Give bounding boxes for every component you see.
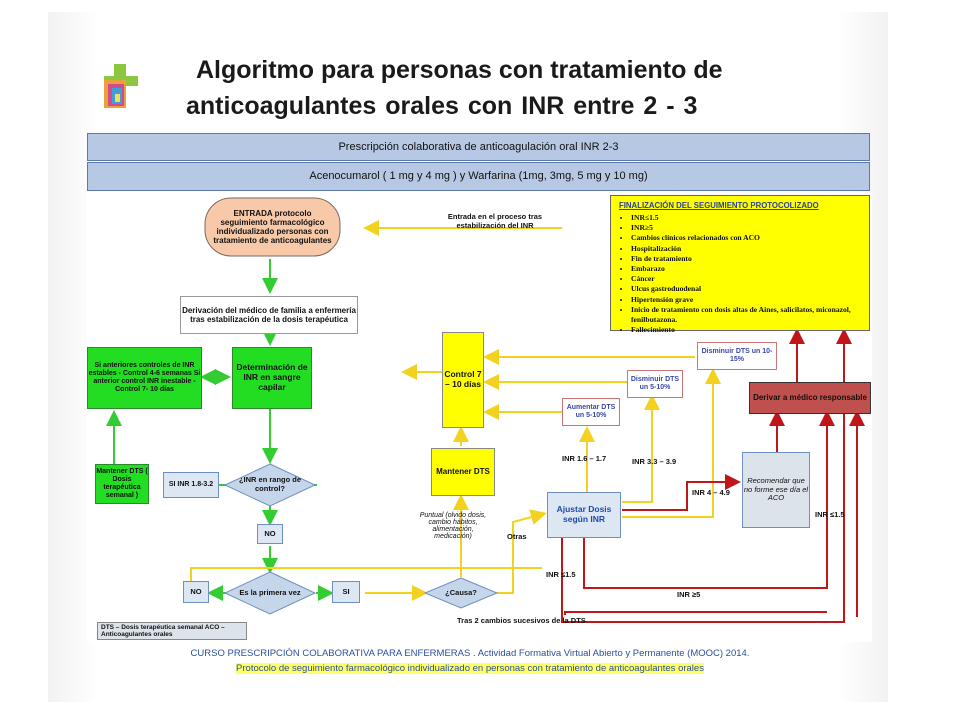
arrow-ajustar-disminuir10 [622, 368, 721, 518]
title-line-2: anticoagulantes orales con INR entre 2 -… [186, 92, 698, 120]
footer: CURSO PRESCRIPCIÓN COLABORATIVA PARA ENF… [120, 646, 820, 676]
arrow-causa-ajustar [497, 509, 547, 594]
footer-line-1: CURSO PRESCRIPCIÓN COLABORATIVA PARA ENF… [190, 648, 750, 659]
primera-vez-label: Es la primera vez [239, 587, 301, 597]
inr-rango-label: ¿INR en rango de control? [238, 475, 302, 493]
header-band-drugs: Acenocumarol ( 1 mg y 4 mg ) y Warfarina… [87, 162, 870, 191]
disminuir-10-15-box: Disminuir DTS un 10-15% [697, 342, 777, 370]
flowchart: ENTRADA protocolo seguimiento farmacológ… [87, 192, 872, 642]
header-band-prescription: Prescripción colaborativa de anticoagula… [87, 133, 870, 161]
causa-label: ¿Causa? [445, 587, 477, 597]
determinacion-box: Determinación de INR en sangre capilar [232, 347, 312, 409]
inr-le15-b-label: INR ≤1.5 [815, 510, 845, 519]
finalizacion-item: Ulcus gastroduodenal [631, 284, 863, 294]
ajustar-dosis-box: Ajustar Dosis según INR [547, 492, 621, 538]
finalizacion-item: Hipertensión grave [631, 295, 863, 305]
control-box: Control 7 – 10 días [442, 332, 484, 428]
si-rango-box: SI INR 1.8-3.2 [163, 472, 219, 498]
finalizacion-item: Cambios clínicos relacionados con ACO [631, 233, 863, 243]
inr-16-17-label: INR 1.6 – 1.7 [562, 454, 607, 463]
no-box-1: NO [257, 524, 283, 544]
recomendar-box: Recomendar que no forme ese día el ACO [742, 452, 810, 528]
arrow-tras2-line [564, 611, 827, 615]
arrow-ajustar-derivar-ge5 [583, 410, 835, 589]
finalizacion-item: Embarazo [631, 264, 863, 274]
disminuir-5-10-box: Disminuir DTS un 5-10% [627, 370, 683, 398]
no-box-2: NO [183, 581, 209, 603]
entrada-label: Entrada en el proceso tras estabilizació… [447, 212, 543, 230]
tras-2-cambios-label: Tras 2 cambios sucesivos de la DTS [457, 616, 586, 625]
flowchart-arrows [106, 197, 865, 623]
diamond-causa [423, 577, 499, 609]
finalizacion-item: Fin de tratamiento [631, 254, 863, 264]
puntual-label: Puntual (olvido dosis, cambio hábitos, a… [419, 512, 487, 540]
finalizacion-item: Inicio de tratamiento con dosis altas de… [631, 305, 863, 325]
finalizacion-item: Fallecimiento [631, 325, 863, 335]
finalizacion-box: FINALIZACIÓN DEL SEGUIMIENTO PROTOCOLIZA… [610, 195, 870, 334]
arrow-ajustar-recomendar [622, 474, 741, 511]
si-box-2: SI [332, 581, 360, 603]
arrow-ajustar-finalizacion-low [561, 328, 852, 623]
finalizacion-list: INR≤1.5 INR≥5 Cambios clínicos relaciona… [619, 213, 863, 335]
derivacion-box: Derivación del médico de familia a enfer… [180, 296, 358, 334]
finalizacion-item: INR≤1.5 [631, 213, 863, 223]
otras-label: Otras [507, 532, 527, 541]
inr-4-49-label: INR 4 – 4.9 [692, 488, 730, 497]
inr-ge5-label: INR ≥5 [677, 590, 701, 599]
diamond-inr-rango [223, 463, 317, 507]
legend-box: DTS – Dosis terapéutica semanal ACO –Ant… [97, 622, 247, 640]
arrow-no-loop [190, 567, 542, 581]
finalizacion-item: INR≥5 [631, 223, 863, 233]
entrada-oval-shape [204, 197, 341, 257]
title-line-1: Algoritmo para personas con tratamiento … [196, 56, 723, 84]
aumentar-5-10-box: Aumentar DTS un 5-10% [562, 398, 620, 426]
si-anteriores-box: Si anteriores controles de INR estables … [87, 347, 202, 409]
derivar-medico-box: Derivar a médico responsable [749, 382, 871, 414]
footer-line-2: Protocolo de seguimiento farmacológico i… [236, 663, 704, 674]
finalizacion-item: Hospitalización [631, 244, 863, 254]
inr-le15-a-label: INR ≤1.5 [546, 570, 576, 579]
logo-icon [104, 64, 138, 108]
finalizacion-item: Cáncer [631, 274, 863, 284]
inr-33-39-label: INR 3.3 – 3.9 [632, 457, 677, 466]
entrada-node: ENTRADA protocolo seguimiento farmacológ… [213, 208, 332, 246]
finalizacion-title: FINALIZACIÓN DEL SEGUIMIENTO PROTOCOLIZA… [619, 201, 819, 210]
mantener-semanal-box: Mantener DTS ( Dosis terapéutica semanal… [95, 464, 149, 504]
arrow-ajustar-disminuir5 [622, 394, 660, 503]
mantener-dts-box: Mantener DTS [431, 448, 495, 496]
diamond-primera-vez [223, 571, 317, 615]
